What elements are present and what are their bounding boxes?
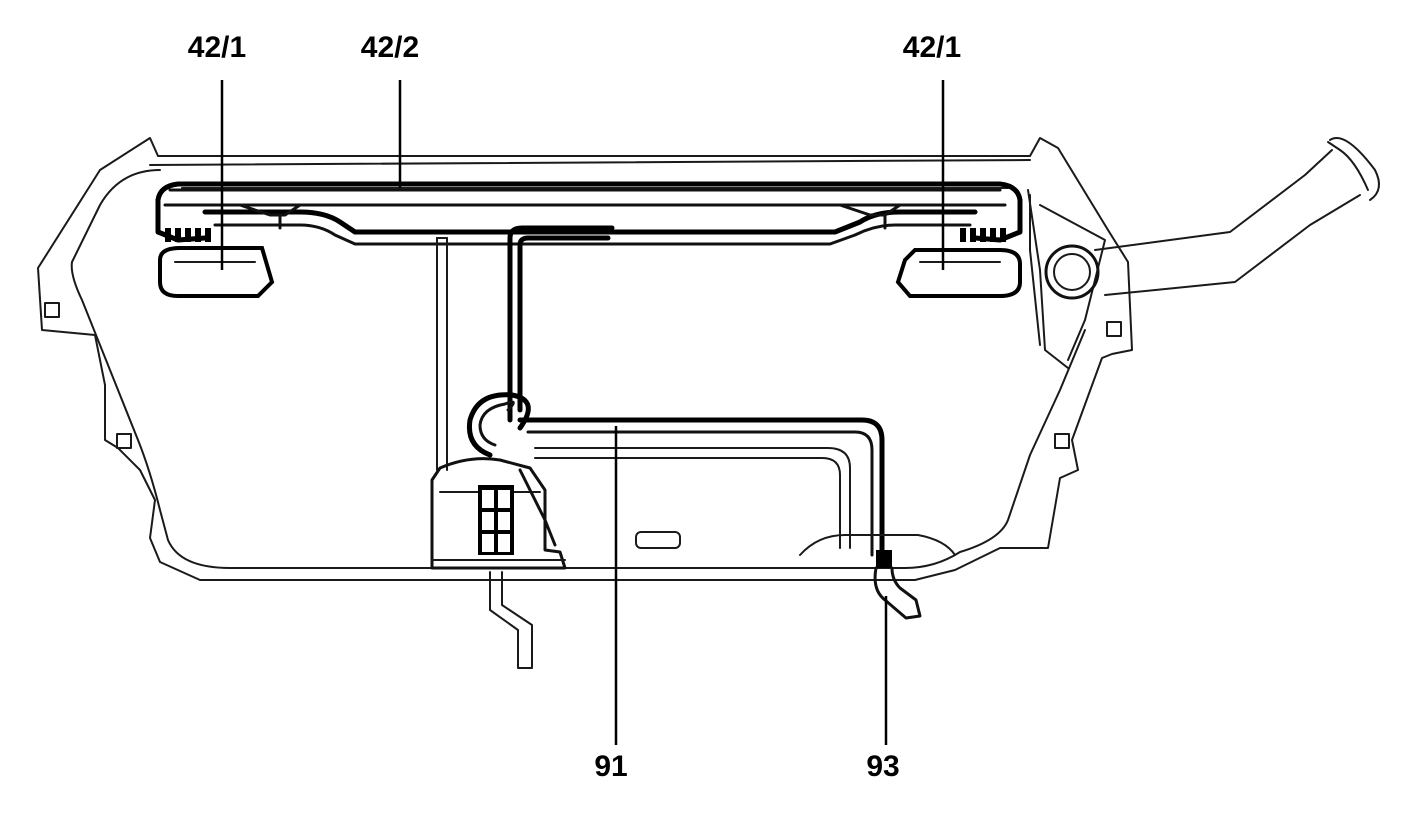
tank-outer-frame: [37, 137, 1133, 581]
loop-pipe: [466, 392, 531, 458]
callout-cover-strip: 42/2: [361, 31, 419, 64]
breather-line: [202, 203, 978, 246]
seal-right: [895, 228, 1022, 298]
line-91: [507, 225, 885, 558]
callout-seal-left: 42/1: [188, 31, 246, 64]
callout-line-91: 91: [594, 750, 627, 783]
filler-neck: [1027, 137, 1380, 369]
seal-left: [158, 228, 275, 298]
callout-line-93: 93: [866, 750, 899, 783]
floor-boss: [635, 531, 956, 556]
fuel-pump-housing: [430, 457, 567, 669]
outlet-93: [873, 550, 922, 620]
leader-lines: [220, 80, 945, 745]
vent-pipe: [436, 237, 448, 471]
callout-seal-right: 42/1: [903, 31, 961, 64]
